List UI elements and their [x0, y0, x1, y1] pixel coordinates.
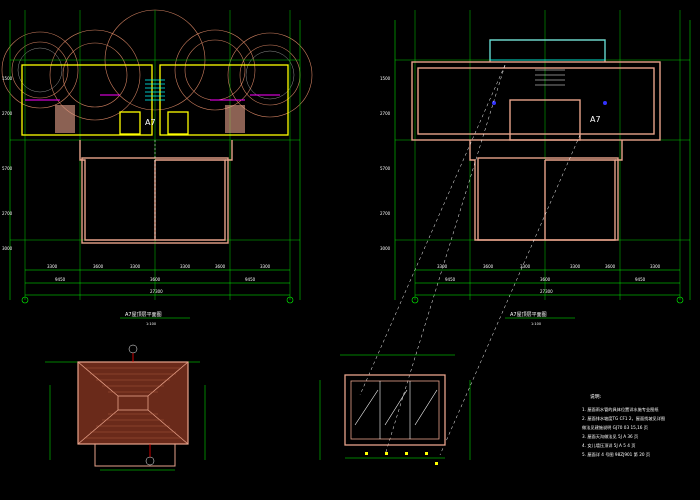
svg-text:3300: 3300	[650, 264, 661, 269]
svg-text:2700: 2700	[2, 211, 13, 216]
right-dim-text: 3300 3600 3300 3300 3600 3300 9450 3600 …	[380, 76, 661, 294]
right-plan-scale: 1:100	[531, 322, 541, 326]
svg-text:3300: 3300	[130, 264, 141, 269]
room-label-a7-left: A7	[145, 118, 156, 127]
left-dim-text: 3300 3600 3300 3300 3600 3300 9450 3600 …	[47, 264, 271, 294]
note-line-3: 做法见建施说明 GJ70 03 15,16 页	[582, 424, 648, 431]
stair-lines	[145, 79, 165, 101]
roof-drains	[492, 101, 607, 105]
svg-text:3300: 3300	[180, 264, 191, 269]
svg-text:9450: 9450	[635, 277, 646, 282]
svg-text:3300: 3300	[47, 264, 58, 269]
svg-text:9450: 9450	[445, 277, 456, 282]
svg-text:3300: 3300	[260, 264, 271, 269]
right-grid-lines	[395, 10, 690, 300]
svg-text:3300: 3300	[570, 264, 581, 269]
svg-text:3600: 3600	[150, 277, 161, 282]
svg-text:3000: 3000	[380, 246, 391, 251]
svg-text:3600: 3600	[215, 264, 226, 269]
left-plan-title: A7屋顶层平面图	[125, 312, 162, 318]
stair-blocks	[55, 105, 245, 133]
svg-text:5700: 5700	[2, 166, 13, 171]
section-detail	[319, 354, 471, 465]
right-floor-plan: A7 3300 3600 3300 3300 3600	[359, 10, 691, 456]
svg-text:3600: 3600	[540, 277, 551, 282]
svg-text:2700: 2700	[2, 111, 13, 116]
right-lower-terrace	[469, 140, 623, 241]
svg-text:5700: 5700	[380, 166, 391, 171]
lower-terrace-walls	[79, 140, 233, 244]
upper-unit-accents	[25, 94, 280, 101]
left-floor-plan: A7 3300 3600 3300 3300 3600 3300 9450 36…	[1, 9, 313, 326]
svg-text:27300: 27300	[540, 289, 553, 294]
note-line-4: 3. 屋面天沟做法见 5J A 36 页	[582, 433, 638, 440]
room-label-a7-right: A7	[590, 115, 601, 124]
svg-text:27300: 27300	[150, 289, 163, 294]
svg-text:2700: 2700	[380, 211, 391, 216]
svg-text:2700: 2700	[380, 111, 391, 116]
svg-text:1500: 1500	[2, 76, 13, 81]
svg-text:3000: 3000	[2, 246, 13, 251]
left-plan-scale: 1:100	[146, 322, 156, 326]
general-notes: 说明: 1. 屋面雨水管的具体位置详水施专业图纸 2. 屋面排水坡度TG CF1…	[582, 393, 665, 458]
svg-text:3300: 3300	[437, 264, 448, 269]
right-plan-title: A7屋顶层平面图	[510, 312, 547, 318]
grid-lines	[10, 10, 300, 300]
note-line-6: 5. 屋面详 4 号图 98ZJ901 第 20 页	[582, 451, 650, 458]
svg-text:3300: 3300	[520, 264, 531, 269]
left-side-dim-text: 1500 2700 5700 2700 3000	[2, 76, 13, 251]
bottom-dimension-lines	[25, 269, 290, 296]
roof-ridges	[77, 361, 189, 445]
svg-text:9450: 9450	[245, 277, 256, 282]
hip-roof-detail	[45, 344, 206, 471]
roof-parapet	[411, 39, 661, 141]
notes-header: 说明:	[590, 393, 602, 400]
svg-text:3600: 3600	[93, 264, 104, 269]
svg-text:3600: 3600	[605, 264, 616, 269]
roof-tile-hatch	[84, 367, 182, 439]
note-line-2: 2. 屋面排水坡度TG CF1 2，屋面找坡见详图	[582, 415, 665, 422]
svg-text:9450: 9450	[55, 277, 66, 282]
svg-text:1500: 1500	[380, 76, 391, 81]
svg-text:3600: 3600	[483, 264, 494, 269]
note-line-1: 1. 屋面雨水管的具体位置详水施专业图纸	[582, 406, 659, 413]
note-line-5: 4. 女儿墙压顶详 5J A 5 4 页	[582, 442, 635, 449]
section-markers	[365, 452, 438, 465]
